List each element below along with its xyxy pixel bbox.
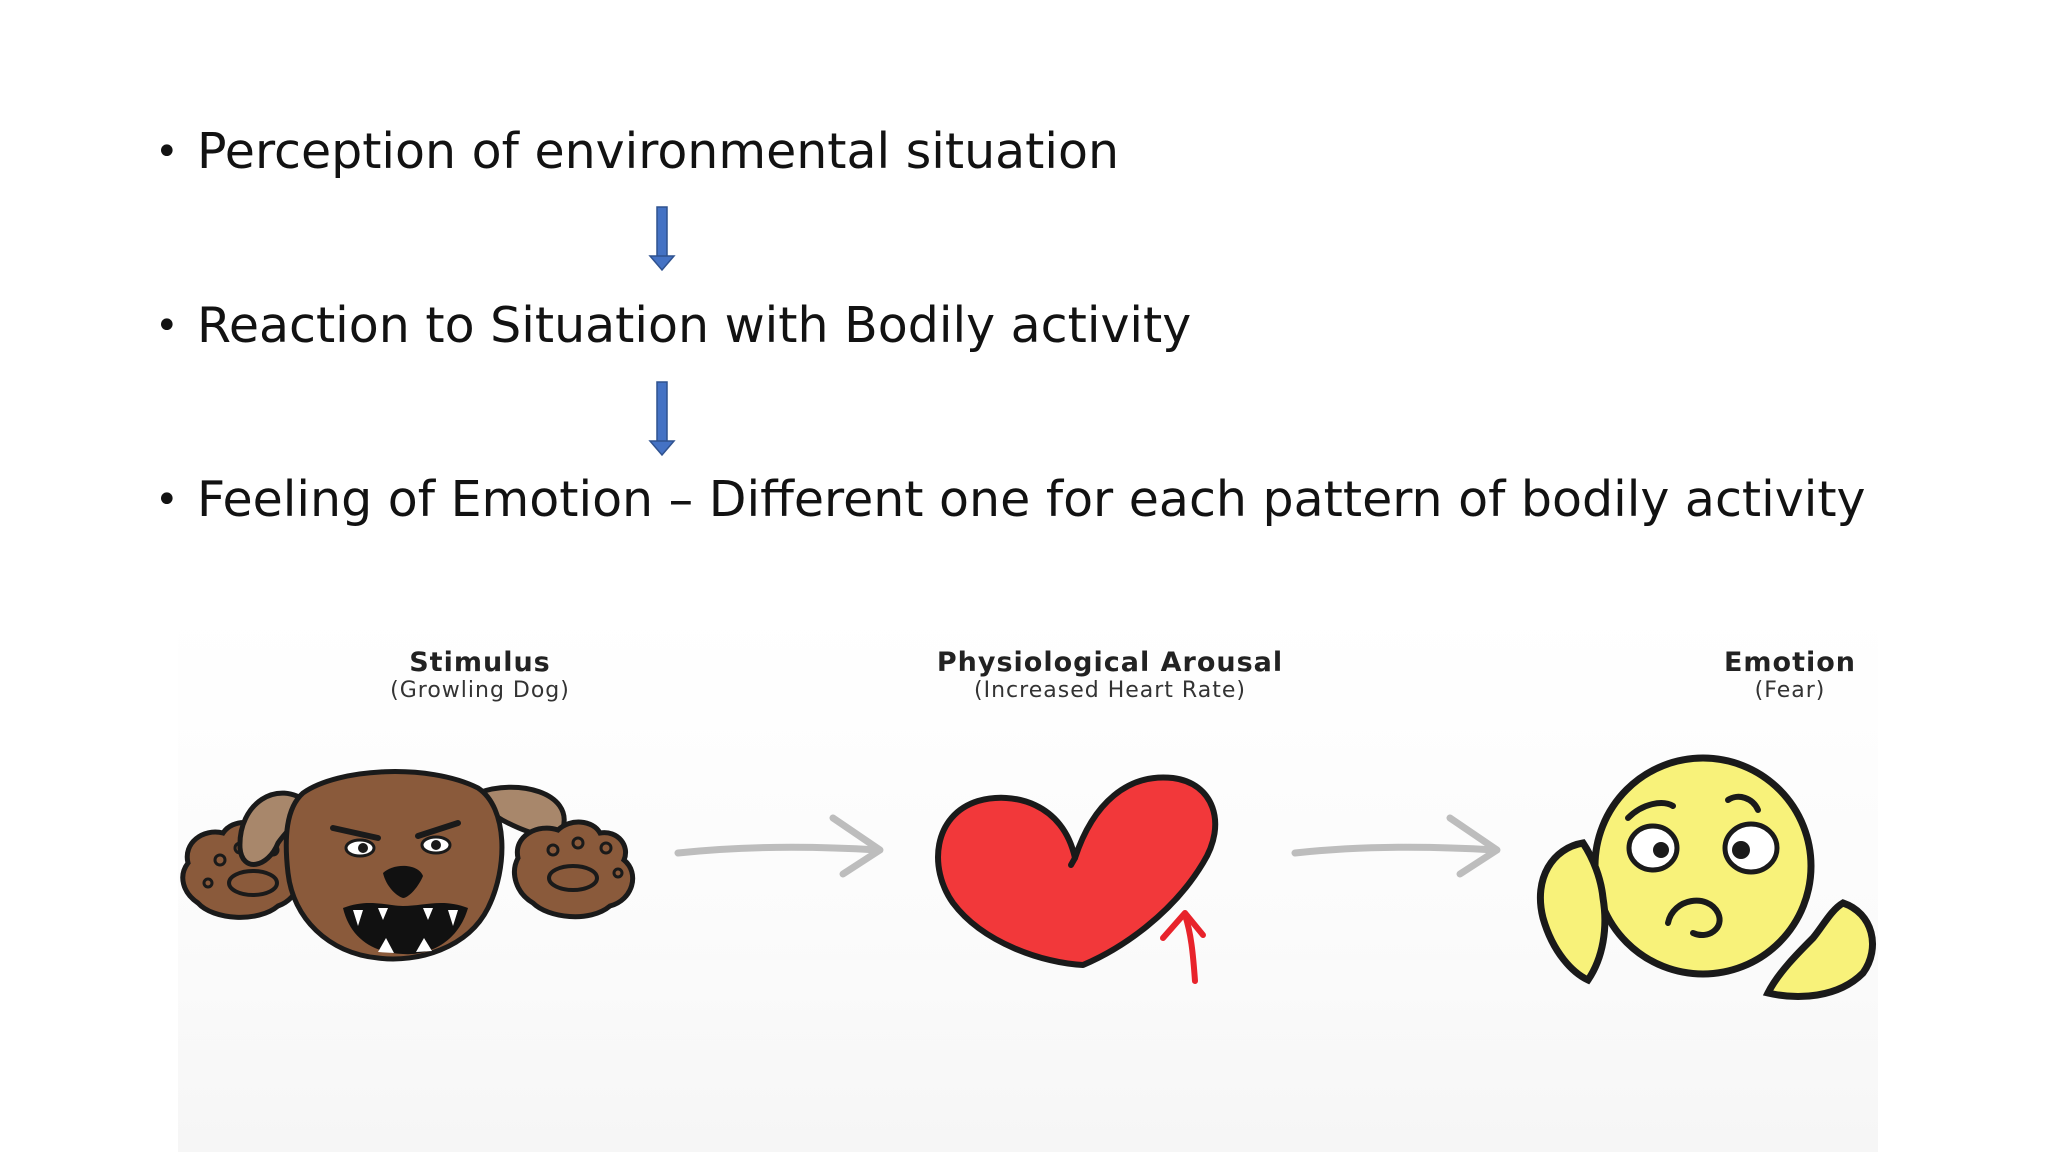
emotion-theory-illustration: Stimulus (Growling Dog) Physiological Ar… [178,608,1878,1152]
stage-subtitle: (Increased Heart Rate) [974,678,1246,703]
hand-left [1536,839,1609,985]
stage-subtitle: (Fear) [1754,678,1826,703]
stage-title: Emotion [1723,647,1857,678]
bullet-dot: • [155,129,179,175]
stage-title: Stimulus [409,647,551,678]
stage-title: Physiological Arousal [936,647,1284,678]
hand-right [1762,899,1876,1000]
down-arrow-icon [648,381,676,457]
bullet-item: • Feeling of Emotion – Different one for… [155,470,1866,530]
bullet-dot: • [155,303,179,349]
stage-emotion: Emotion (Fear) [1630,648,1950,704]
dog-paw-right [512,819,636,920]
bullet-text-feeling: Feeling of Emotion – Different one for e… [197,471,1866,528]
bullet-text-perception: Perception of environmental situation [197,123,1120,180]
growling-dog-icon [180,769,636,962]
stage-stimulus: Stimulus (Growling Dog) [300,648,660,704]
stage-subtitle: (Growling Dog) [390,678,570,703]
heart-icon [935,774,1219,984]
bullet-dot: • [155,477,179,523]
bullet-text-reaction: Reaction to Situation with Bodily activi… [197,297,1192,354]
down-arrow-icon [648,206,676,272]
stage-arrow-icon [674,814,884,878]
up-arrow-icon [1160,910,1206,984]
stage-arousal: Physiological Arousal (Increased Heart R… [880,648,1340,704]
scared-face-icon [1536,754,1876,1000]
bullet-item: • Reaction to Situation with Bodily acti… [155,296,1191,356]
bullet-item: • Perception of environmental situation [155,122,1119,182]
stage-arrow-icon [1291,814,1501,878]
